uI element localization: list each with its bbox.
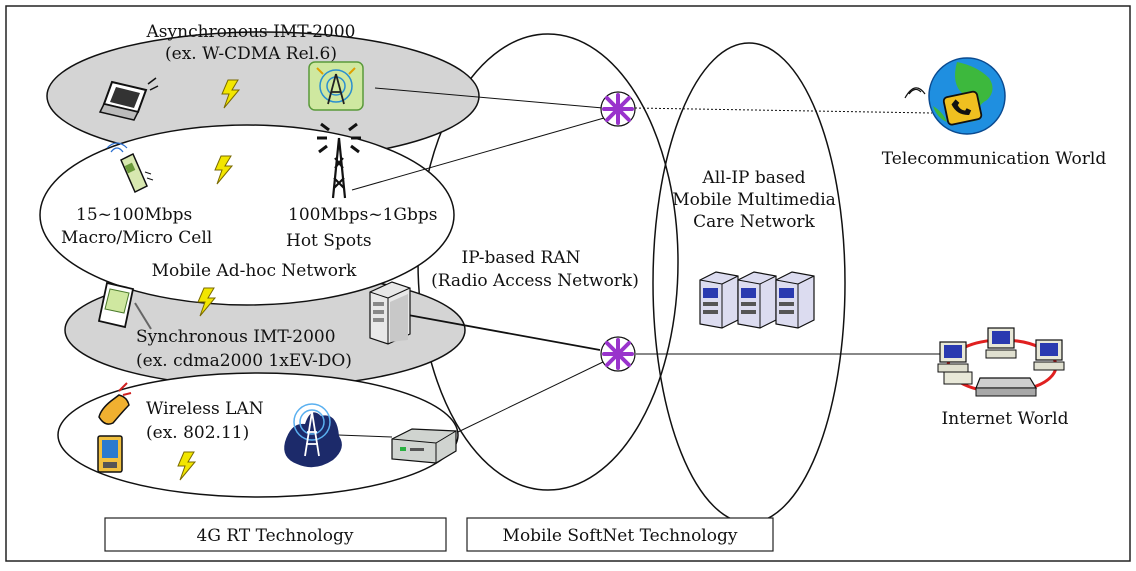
wireless-tower-icon xyxy=(284,403,342,468)
macro-speed: 15~100Mbps xyxy=(76,205,192,225)
wlan-ellipse xyxy=(57,372,459,498)
link-server-router xyxy=(407,314,601,351)
adhoc-ellipse xyxy=(39,124,455,306)
telecom-world-label: Telecommunication World xyxy=(882,149,1107,169)
ran-line1: IP-based RAN xyxy=(461,248,580,268)
antenna-tower-icon xyxy=(308,61,364,111)
wlan-title: Wireless LAN xyxy=(146,399,264,419)
hotspot-speed: 100Mbps~1Gbps xyxy=(288,205,437,225)
link-tower-ap xyxy=(337,434,393,438)
core-line3: Care Network xyxy=(693,212,815,232)
wlan-subtitle: (ex. 802.11) xyxy=(146,423,249,443)
globe-phone-icon xyxy=(904,57,1006,135)
ran-line2: (Radio Access Network) xyxy=(431,271,639,291)
server-icon xyxy=(369,281,411,345)
pda-icon xyxy=(97,281,152,330)
softnet-technology-box xyxy=(466,517,774,552)
router-icon xyxy=(600,336,636,372)
adhoc-title: Mobile Ad-hoc Network xyxy=(152,261,358,281)
softnet-technology-label: Mobile SoftNet Technology xyxy=(503,526,738,546)
server-cluster-icon xyxy=(699,271,815,329)
internet-world-label: Internet World xyxy=(942,409,1069,429)
access-point-icon xyxy=(391,428,457,464)
hotspot-label: Hot Spots xyxy=(286,231,372,251)
link-router-telecom xyxy=(634,107,933,114)
router-icon xyxy=(600,91,636,127)
handheld-icon xyxy=(97,435,123,473)
link-async-router xyxy=(374,87,604,109)
rt-technology-box xyxy=(104,517,447,552)
core-line1: All-IP based xyxy=(701,168,805,188)
radio-tower-icon xyxy=(317,122,361,199)
sync-subtitle: (ex. cdma2000 1xEV-DO) xyxy=(136,351,352,371)
link-ap-router xyxy=(457,361,604,433)
cellphone-icon xyxy=(106,142,154,194)
link-hotspot-router xyxy=(351,117,605,191)
async-title: Asynchronous IMT-2000 xyxy=(146,22,356,42)
networked-computers-icon xyxy=(937,327,1065,397)
rt-technology-label: 4G RT Technology xyxy=(197,526,354,546)
laptop-icon xyxy=(98,77,159,121)
macro-label: Macro/Micro Cell xyxy=(61,228,212,248)
core-line2: Mobile Multimedia xyxy=(672,190,836,210)
async-subtitle: (ex. W-CDMA Rel.6) xyxy=(165,44,337,64)
sync-title: Synchronous IMT-2000 xyxy=(136,327,336,347)
flip-phone-icon xyxy=(98,382,132,425)
